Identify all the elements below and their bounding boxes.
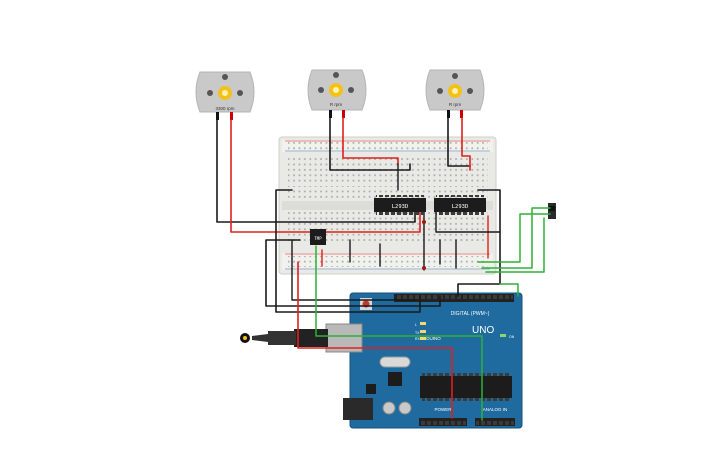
- wire-red[interactable]: [342, 117, 399, 165]
- model-label: UNO: [472, 325, 494, 336]
- wire-black[interactable]: [216, 119, 416, 223]
- motor-1-label: 3300 rpm: [215, 106, 234, 111]
- l293d-driver-right[interactable]: L293D: [434, 195, 486, 215]
- sensor-label: TMP: [314, 236, 322, 241]
- usb-cable: [240, 329, 328, 347]
- driver-right-label: L293D: [452, 204, 469, 210]
- wire-black[interactable]: [435, 211, 501, 233]
- slide-switch[interactable]: [548, 203, 556, 219]
- motor-2[interactable]: R rpm: [307, 69, 367, 118]
- temperature-sensor[interactable]: TMP: [310, 229, 326, 245]
- wire-black[interactable]: [265, 239, 441, 307]
- wire-green[interactable]: [477, 213, 551, 263]
- wire-green[interactable]: [499, 283, 519, 297]
- tx-label: TX: [415, 331, 420, 335]
- wire-black[interactable]: [447, 117, 471, 167]
- on-label: ON: [509, 335, 515, 339]
- atmega-chip: [420, 376, 512, 398]
- wire-black[interactable]: [291, 239, 417, 301]
- brand-label: ARDUINO: [420, 336, 441, 341]
- analog-label: ANALOG IN: [483, 407, 508, 412]
- wire-black[interactable]: [329, 117, 411, 171]
- wire-green[interactable]: [481, 207, 551, 269]
- driver-left-label: L293D: [392, 204, 409, 210]
- wire-red[interactable]: [461, 117, 471, 171]
- power-jack[interactable]: [343, 398, 373, 420]
- motor-3[interactable]: R rpm: [425, 69, 485, 118]
- power-label: POWER: [434, 407, 452, 412]
- l-label: L: [415, 323, 417, 327]
- motor-1[interactable]: 3300 rpm: [195, 71, 255, 120]
- motor-2-label: R rpm: [330, 102, 343, 107]
- wire-green[interactable]: [315, 245, 483, 421]
- digital-label: DIGITAL (PWM~): [451, 311, 490, 317]
- l293d-driver-left[interactable]: L293D: [374, 195, 426, 215]
- wire-red[interactable]: [297, 261, 453, 419]
- motor-3-label: R rpm: [449, 102, 462, 107]
- arduino-uno-board[interactable]: DIGITAL (PWM~) UNO ARDUINO TX RX L ON: [325, 292, 523, 429]
- wire-green[interactable]: [485, 217, 545, 273]
- rx-label: RX: [415, 337, 421, 341]
